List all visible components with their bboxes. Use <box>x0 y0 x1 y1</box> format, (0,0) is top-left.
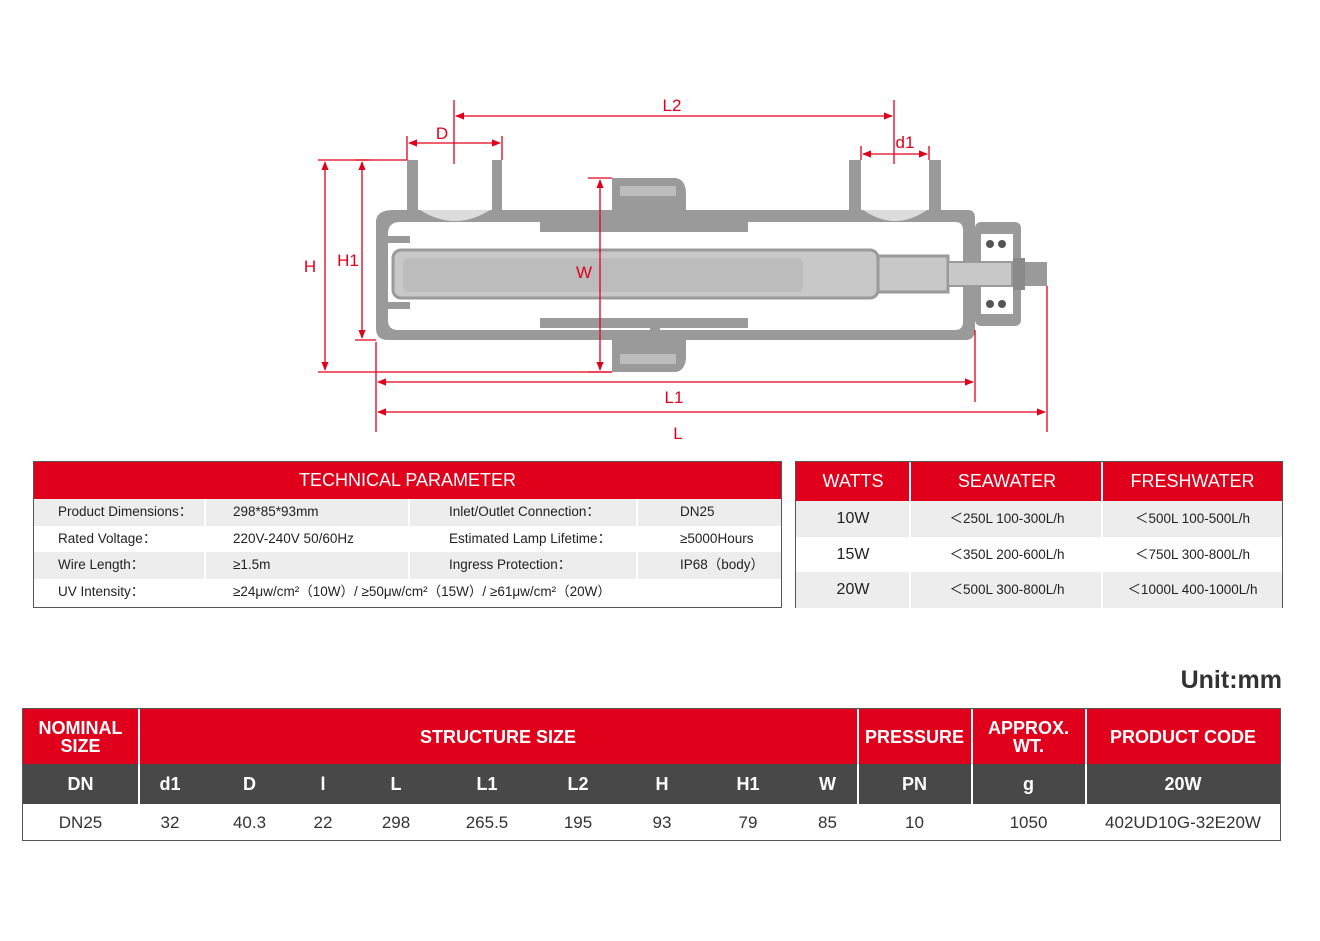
subheader-H1: H1 <box>736 774 760 794</box>
cell-L1: 265.5 <box>465 812 509 832</box>
tech-label: Ingress Protection： <box>449 557 572 572</box>
tech-label: Inlet/Outlet Connection： <box>449 504 600 519</box>
subheader-W: W <box>819 774 836 794</box>
header-nominal-size: NOMINAL SIZE <box>38 717 123 756</box>
subheader-code: 20W <box>1164 774 1202 794</box>
dimension-labels: L2 D d1 H H1 W L1 L <box>304 96 915 443</box>
tech-label: Product Dimensions： <box>58 504 193 519</box>
tech-value: IP68（body） <box>680 557 765 572</box>
flow-row: 15W ＜350L 200-600L/h ＜750L 300-800L/h <box>796 537 1282 573</box>
tech-row: Rated Voltage： 220V-240V 50/60Hz Estimat… <box>34 526 781 553</box>
unit-label: Unit:mm <box>1180 666 1282 694</box>
cell-d1: 32 <box>160 812 180 832</box>
flow-row: 10W ＜250L 100-300L/h ＜500L 100-500L/h <box>796 501 1282 537</box>
cell-freshwater: ＜750L 300-800L/h <box>1134 546 1251 562</box>
cell-watts: 20W <box>836 581 870 599</box>
subheader-dn: DN <box>67 774 94 794</box>
header-watts: WATTS <box>822 471 884 491</box>
header-approx-wt: APPROX. WT. <box>987 717 1070 756</box>
flow-rate-header: WATTS SEAWATER FRESHWATER <box>796 462 1282 501</box>
subheader-L2: L2 <box>567 774 589 794</box>
cell-freshwater: ＜500L 100-500L/h <box>1134 511 1251 526</box>
label-D: D <box>436 124 448 143</box>
label-d1: d1 <box>896 133 915 152</box>
cell-seawater: ＜250L 100-300L/h <box>949 511 1065 526</box>
header-product-code: PRODUCT CODE <box>1109 726 1256 747</box>
tech-label: UV Intensity： <box>58 583 145 599</box>
uv-lamp-tube <box>391 248 1013 300</box>
cell-pn: 10 <box>905 812 924 832</box>
uv-sterilizer-dimension-diagram: L2 D d1 H H1 W L1 L <box>304 96 1048 443</box>
cell-code: 402UD10G-32E20W <box>1105 812 1261 832</box>
subheader-pn: PN <box>901 774 927 794</box>
cell-watts: 10W <box>836 510 870 527</box>
label-H1: H1 <box>337 251 359 270</box>
label-L2: L2 <box>663 96 682 115</box>
subheader-H: H <box>655 774 669 794</box>
label-L: L <box>673 424 682 443</box>
structure-size-table: NOMINAL SIZE STRUCTURE SIZE PRESSURE APP… <box>22 708 1281 841</box>
tech-row: Product Dimensions： 298*85*93mm Inlet/Ou… <box>34 499 781 526</box>
label-H: H <box>304 257 316 276</box>
subheader-d1: d1 <box>159 774 181 794</box>
tech-value: ≥5000Hours <box>680 530 754 546</box>
table-row: DN25 32 40.3 22 298 265.5 195 93 79 85 10 1050 402UD… <box>23 804 1280 840</box>
header-structure-size: STRUCTURE SIZE <box>419 726 576 747</box>
technical-parameter-title: TECHNICAL PARAMETER <box>34 462 781 499</box>
flow-rate-panel: WATTS SEAWATER FRESHWATER 10W ＜250L 100-… <box>795 461 1283 608</box>
tech-value: 220V-240V 50/60Hz <box>233 530 354 546</box>
cell-freshwater: ＜1000L 400-1000L/h <box>1127 582 1258 598</box>
dimension-lines <box>318 100 1048 432</box>
technical-parameter-panel: TECHNICAL PARAMETER Product Dimensions： … <box>33 461 782 608</box>
tech-value: ≥24μw/cm²（10W）/ ≥50μw/cm²（15W）/ ≥61μw/cm… <box>233 583 611 599</box>
tech-row: UV Intensity： ≥24μw/cm²（10W）/ ≥50μw/cm²（… <box>34 579 781 606</box>
cell-D: 40.3 <box>232 812 267 832</box>
label-W: W <box>576 263 592 282</box>
cell-l: 22 <box>313 812 333 832</box>
tech-value: ≥1.5m <box>233 557 271 572</box>
cell-dn: DN25 <box>58 812 103 832</box>
cell-seawater: ＜350L 200-600L/h <box>949 546 1065 562</box>
cell-H1: 79 <box>738 812 758 832</box>
tech-label: Wire Length： <box>58 557 145 572</box>
cell-L2: 195 <box>563 812 593 832</box>
tech-label: Estimated Lamp Lifetime： <box>449 530 612 546</box>
cell-W: 85 <box>818 812 837 832</box>
cell-L: 298 <box>381 812 411 832</box>
header-freshwater: FRESHWATER <box>1130 471 1255 491</box>
cell-seawater: ＜500L 300-800L/h <box>949 582 1065 598</box>
cell-g: 1050 <box>1009 812 1048 832</box>
tech-label: Rated Voltage： <box>58 530 157 546</box>
label-L1: L1 <box>665 388 684 407</box>
tech-value: DN25 <box>680 504 715 519</box>
cell-watts: 15W <box>836 545 870 563</box>
subheader-g: g <box>1023 774 1034 794</box>
header-pressure: PRESSURE <box>864 726 965 747</box>
subheader-l: l <box>320 774 326 794</box>
tech-row: Wire Length： ≥1.5m Ingress Protection： I… <box>34 552 781 579</box>
cell-H: 93 <box>652 812 672 832</box>
tech-value: 298*85*93mm <box>233 504 319 519</box>
subheader-L1: L1 <box>476 774 498 794</box>
subheader-L: L <box>390 774 402 794</box>
header-seawater: SEAWATER <box>957 471 1057 491</box>
group-header-row: NOMINAL SIZE STRUCTURE SIZE PRESSURE APP… <box>23 709 1280 764</box>
flow-row: 20W ＜500L 300-800L/h ＜1000L 400-1000L/h <box>796 572 1282 608</box>
subheader-D: D <box>243 774 256 794</box>
